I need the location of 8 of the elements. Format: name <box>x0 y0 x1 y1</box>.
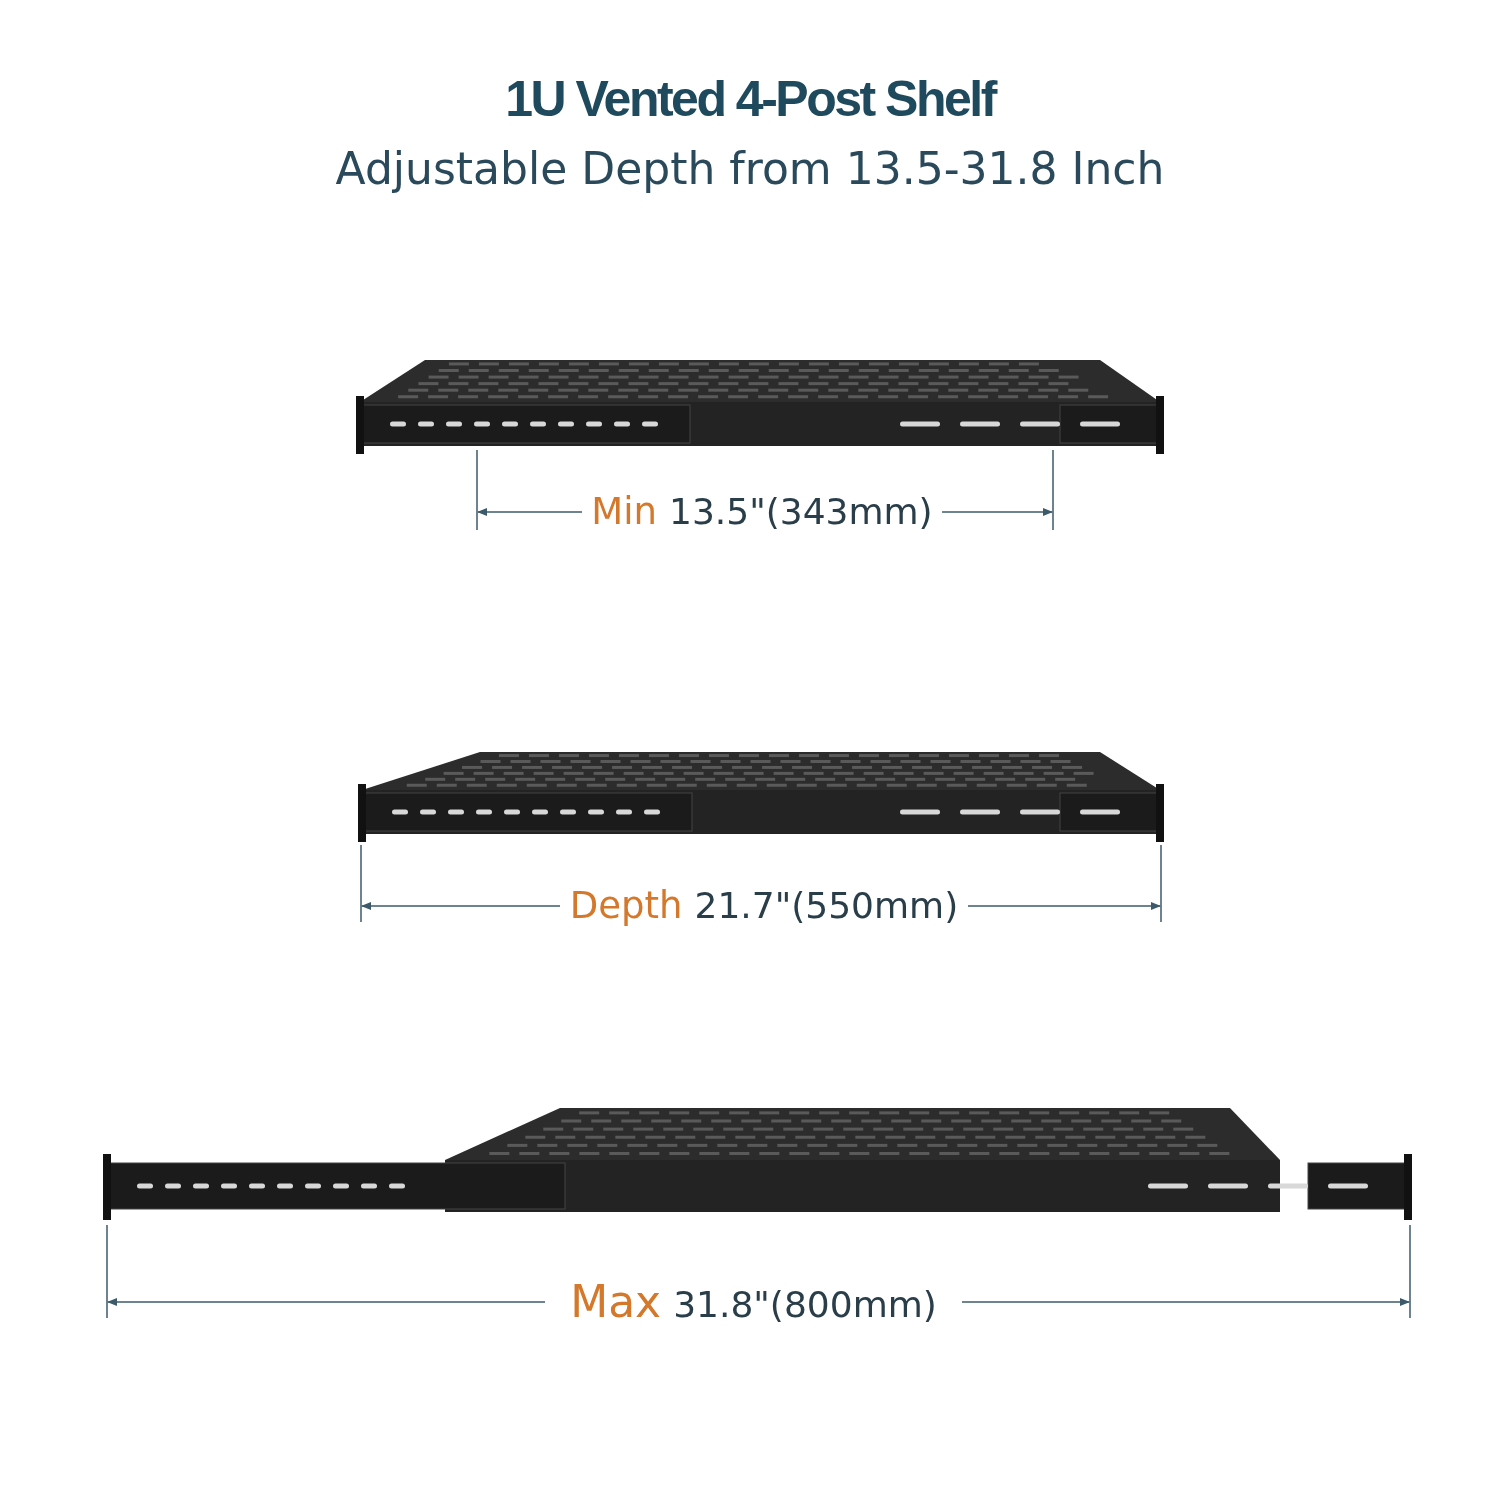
title: 1U Vented 4-Post Shelf <box>505 70 995 129</box>
dimension-value: 13.5"(343mm) <box>669 490 933 535</box>
dimension-value: 21.7"(550mm) <box>694 884 959 929</box>
dimension-label: Max <box>570 1275 662 1329</box>
dimension-label: Min <box>591 489 657 536</box>
dimension-value: 31.8"(800mm) <box>673 1283 937 1327</box>
dimension-label: Depth <box>569 883 683 930</box>
subtitle: Adjustable Depth from 13.5-31.8 Inch <box>335 142 1165 196</box>
